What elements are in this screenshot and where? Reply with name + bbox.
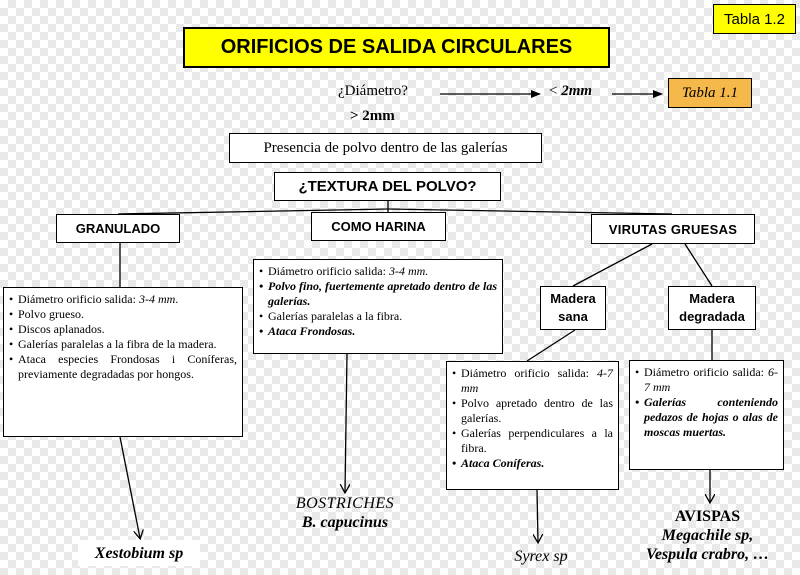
less-than-2mm: < 2mm	[549, 83, 592, 100]
list-item: Diámetro orificio salida: 6-7 mm	[635, 365, 778, 395]
powder-presence-box: Presencia de polvo dentro de las galería…	[229, 133, 542, 163]
arrow-sana-to-syrex	[537, 489, 538, 542]
result-avispas: AVISPAS Megachile sp, Vespula crabro, …	[625, 507, 790, 564]
line-sana-to-list	[526, 329, 576, 362]
list-item: Galerías paralelas a la fibra de la made…	[9, 337, 237, 352]
result-xestobium: Xestobium sp	[78, 540, 200, 566]
bostriches-line2: B. capucinus	[301, 514, 389, 531]
list-item: Galerías conteniendo pedazos de hojas o …	[635, 395, 778, 440]
sana-line1: Madera	[550, 291, 596, 306]
list-item: Ataca Frondosas.	[259, 324, 497, 339]
line-virutas-to-sana	[572, 243, 653, 287]
bostriches-line1: BOSTRICHES	[295, 495, 395, 512]
list-item: Ataca Coníferas.	[452, 456, 613, 471]
list-item: Discos aplanados.	[9, 322, 237, 337]
madera-degradada-characteristics: Diámetro orificio salida: 6-7 mm Galería…	[629, 360, 784, 470]
degradada-line2: degradada	[679, 309, 745, 324]
category-virutas-gruesas: VIRUTAS GRUESAS	[591, 214, 755, 244]
result-syrex: Syrex sp	[514, 548, 568, 565]
result-bostriches: BOSTRICHES B. capucinus	[270, 494, 420, 532]
diameter-question: ¿Diámetro?	[338, 83, 408, 99]
subcategory-madera-sana: Madera sana	[540, 286, 606, 330]
table-reference: Tabla 1.1	[668, 78, 752, 108]
arrow-harina-to-bostriches	[345, 353, 347, 492]
list-item: Ataca especies Frondosas i Coníferas, pr…	[9, 352, 237, 382]
diagram-title: ORIFICIOS DE SALIDA CIRCULARES	[183, 27, 610, 68]
sana-line2: sana	[558, 309, 588, 324]
table-tag: Tabla 1.2	[713, 4, 796, 34]
less-than-value: 2mm	[561, 83, 593, 99]
harina-characteristics: Diámetro orificio salida: 3-4 mm. Polvo …	[253, 259, 503, 354]
list-item: Polvo grueso.	[9, 307, 237, 322]
line-virutas-to-degradada	[684, 243, 713, 287]
list-item: Diámetro orificio salida: 3-4 mm.	[9, 292, 237, 307]
list-item: Polvo apretado dentro de las galerías.	[452, 396, 613, 426]
list-item: Polvo fino, fuertemente apretado dentro …	[259, 279, 497, 309]
avispas-line3: Vespula crabro, …	[645, 546, 770, 563]
category-granulado: GRANULADO	[56, 214, 180, 243]
list-item: Galerías paralelas a la fibra.	[259, 309, 497, 324]
subcategory-madera-degradada: Madera degradada	[668, 286, 756, 330]
greater-than-2mm: > 2mm	[350, 108, 395, 124]
madera-sana-characteristics: Diámetro orificio salida: 4-7 mm Polvo a…	[446, 361, 619, 490]
list-item: Diámetro orificio salida: 4-7 mm	[452, 366, 613, 396]
avispas-line1: AVISPAS	[674, 508, 741, 525]
list-item: Diámetro orificio salida: 3-4 mm.	[259, 264, 497, 279]
avispas-line2: Megachile sp,	[661, 527, 754, 544]
arrow-granulado-to-xestobium	[119, 436, 140, 538]
list-item: Galerías perpendiculares a la fibra.	[452, 426, 613, 456]
category-como-harina: COMO HARINA	[311, 212, 446, 241]
powder-texture-box: ¿TEXTURA DEL POLVO?	[274, 172, 501, 201]
granulado-characteristics: Diámetro orificio salida: 3-4 mm. Polvo …	[3, 287, 243, 437]
degradada-line1: Madera	[689, 291, 735, 306]
less-than-symbol: <	[549, 83, 558, 99]
